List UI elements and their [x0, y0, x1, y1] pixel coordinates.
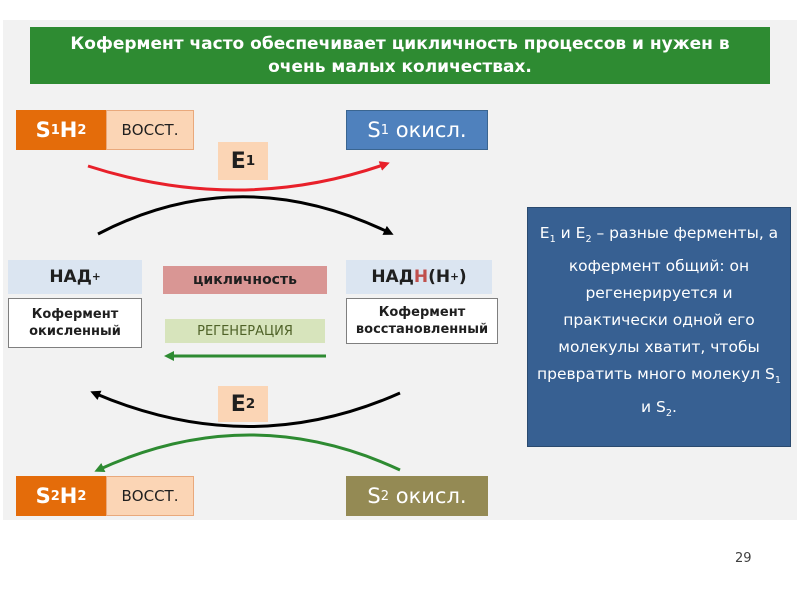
- green-arrow-s2-reduction: [94, 433, 401, 473]
- nad-plus-label: НАД+: [8, 260, 142, 294]
- page-number: 29: [735, 551, 752, 566]
- s2h2-reduced-tag: ВОССТ.: [106, 476, 194, 516]
- slide-title: Кофермент часто обеспечивает цикличность…: [30, 27, 770, 84]
- black-arrow-bottom: [90, 390, 401, 428]
- red-arrow-s1-oxidation: [87, 161, 390, 192]
- black-arrow-top: [97, 195, 394, 236]
- explanation-box: E1 и E2 – разные ферменты, а кофермент о…: [527, 207, 791, 447]
- cyclicity-label: цикличность: [163, 266, 327, 294]
- regeneration-label: РЕГЕНЕРАЦИЯ: [165, 319, 325, 343]
- s1h2-reduced-tag: ВОССТ.: [106, 110, 194, 150]
